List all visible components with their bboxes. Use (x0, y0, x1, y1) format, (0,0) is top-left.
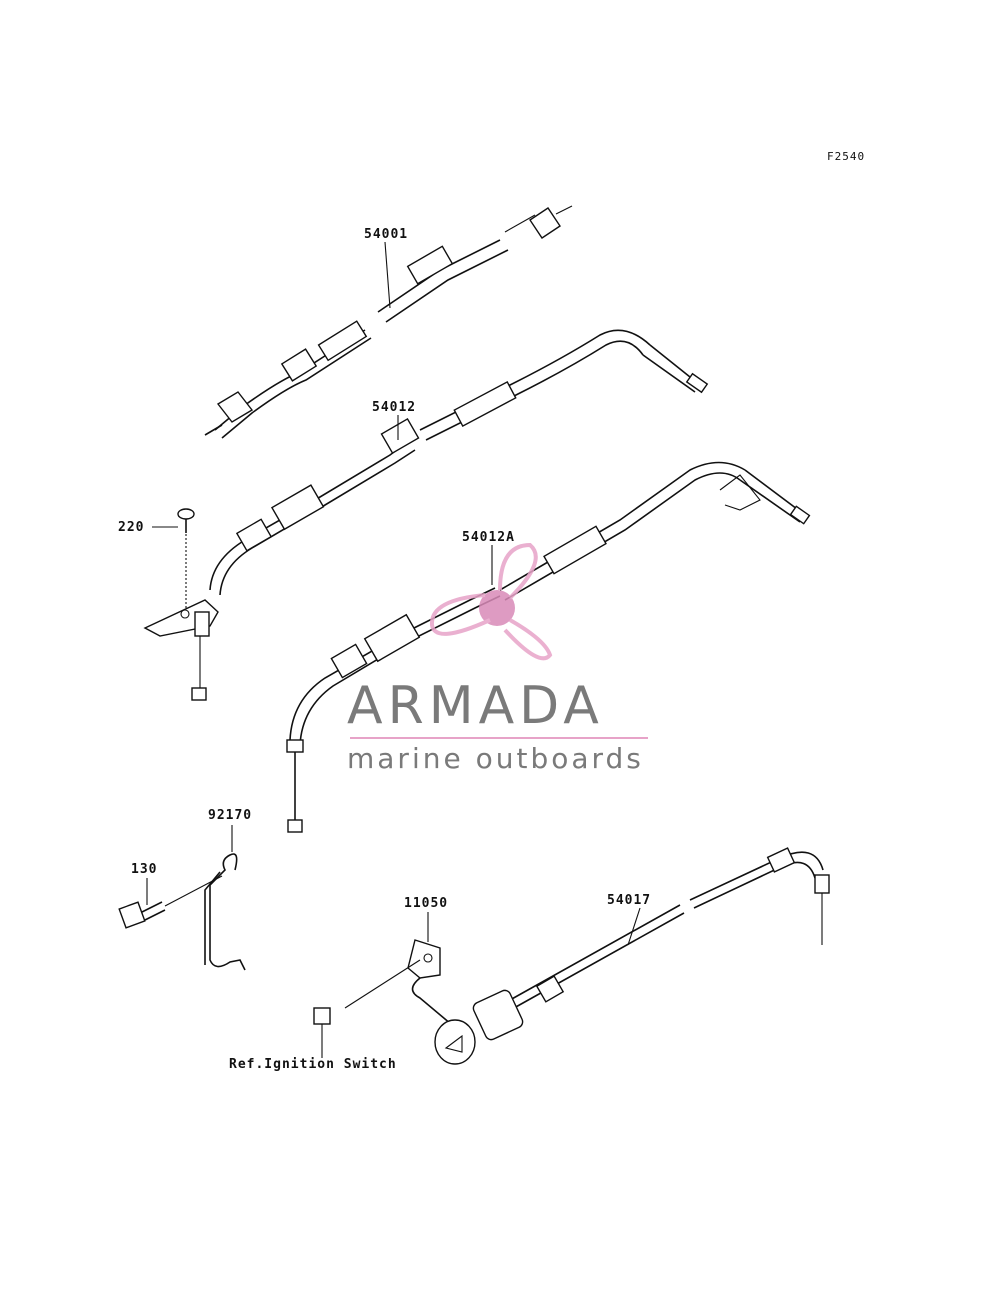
callout-130: 130 (131, 862, 158, 877)
callout-92170: 92170 (208, 808, 253, 823)
watermark-divider (350, 737, 648, 739)
callout-220: 220 (118, 520, 145, 535)
propeller-logo (429, 542, 553, 661)
figure-code: F2540 (827, 150, 866, 163)
callout-54001: 54001 (364, 227, 409, 242)
screw-ignition[interactable] (313, 1007, 331, 1058)
cable-54017[interactable] (434, 847, 830, 1065)
bracket-92170[interactable] (204, 853, 246, 971)
cable-54001[interactable] (204, 205, 573, 439)
callout-54012: 54012 (372, 400, 417, 415)
bolt-130[interactable] (118, 875, 223, 929)
callout-11050: 11050 (404, 896, 449, 911)
reference-note: Ref.Ignition Switch (229, 1057, 397, 1072)
callout-54017: 54017 (607, 893, 652, 908)
cable-54012[interactable] (143, 329, 709, 701)
cable-54012A[interactable] (286, 461, 811, 833)
watermark-tagline: marine outboards (347, 742, 644, 775)
callout-54012A: 54012A (462, 530, 515, 545)
bracket-11050[interactable] (344, 939, 471, 1041)
leader-lines (146, 241, 641, 946)
screw-220[interactable] (177, 508, 195, 610)
watermark-brand: ARMADA (347, 676, 604, 736)
